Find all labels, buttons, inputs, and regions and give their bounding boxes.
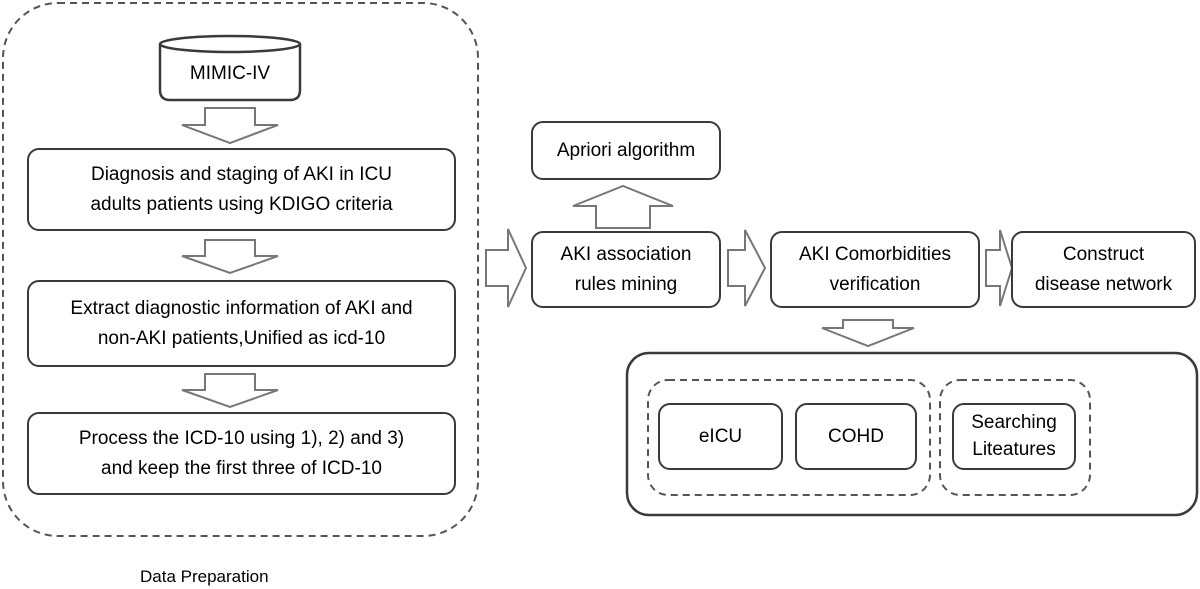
searching-literature-line2: Liteatures	[972, 438, 1056, 460]
eicu-box: eICU	[658, 403, 783, 470]
association-mining-line1: AKI association	[560, 244, 692, 266]
cohd-box: COHD	[795, 403, 917, 470]
process-icd10-line1: Process the ICD-10 using 1), 2) and 3)	[78, 428, 405, 450]
right-arrow-2	[727, 229, 767, 307]
database-label: MIMIC-IV	[189, 63, 271, 84]
data-preparation-title: Data Preparation	[140, 567, 269, 586]
database-cylinder-icon	[158, 34, 302, 102]
diagnosis-staging-line1: Diagnosis and staging of AKI in ICU	[90, 164, 392, 186]
extract-diagnostic-line2: non-AKI patients,Unified as icd-10	[97, 327, 386, 349]
apriori-algorithm-box: Apriori algorithm	[531, 121, 721, 180]
searching-literature-box: Searching Liteatures	[952, 403, 1076, 470]
data-preparation-container	[2, 2, 479, 537]
apriori-algorithm-label: Apriori algorithm	[556, 139, 696, 161]
comorbidities-verification-line2: verification	[829, 273, 921, 295]
association-rules-mining-box: AKI association rules mining	[531, 231, 721, 308]
extract-diagnostic-box: Extract diagnostic information of AKI an…	[27, 280, 456, 367]
process-icd10-box: Process the ICD-10 using 1), 2) and 3) a…	[27, 412, 456, 495]
down-arrow-2	[181, 239, 279, 275]
comorbidities-verification-box: AKI Comorbidities verification	[770, 231, 980, 308]
down-arrow-1	[181, 107, 279, 145]
comorbidities-verification-line1: AKI Comorbidities	[798, 244, 952, 266]
construct-network-line2: disease network	[1034, 273, 1173, 295]
down-arrow-3	[181, 373, 279, 409]
process-icd10-line2: and keep the first three of ICD-10	[101, 457, 382, 479]
diagnosis-staging-line2: adults patients using KDIGO criteria	[90, 193, 393, 215]
diagnosis-staging-box: Diagnosis and staging of AKI in ICU adul…	[27, 148, 456, 231]
up-arrow	[572, 184, 674, 229]
down-arrow-4	[821, 319, 915, 348]
extract-diagnostic-line1: Extract diagnostic information of AKI an…	[70, 298, 413, 320]
cohd-label: COHD	[828, 425, 884, 447]
construct-network-box: Construct disease network	[1011, 231, 1196, 308]
right-arrow-3	[985, 229, 1014, 307]
association-mining-line2: rules mining	[574, 273, 678, 295]
database-group-container	[647, 379, 931, 496]
right-arrow-1	[485, 228, 528, 308]
construct-network-line1: Construct	[1062, 244, 1145, 266]
literature-group-container	[939, 379, 1091, 496]
eicu-label: eICU	[698, 425, 743, 447]
searching-literature-line1: Searching	[971, 411, 1057, 433]
